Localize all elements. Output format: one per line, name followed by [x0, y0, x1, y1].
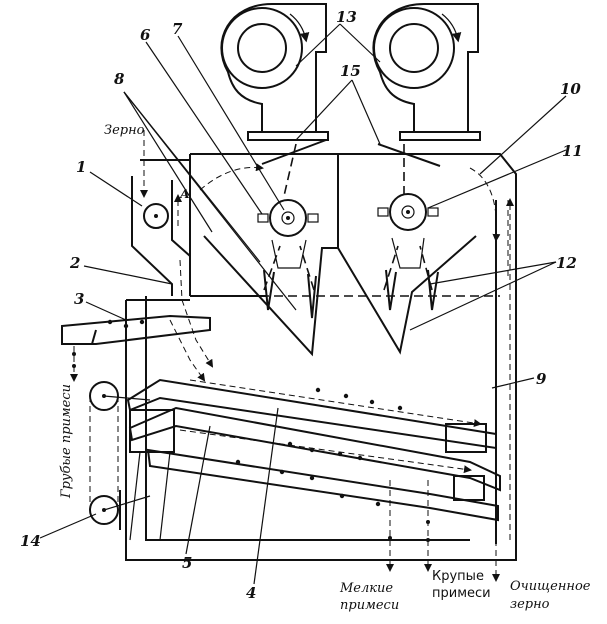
trough — [61, 314, 211, 345]
label-A: А — [179, 187, 190, 201]
grain-particles — [72, 319, 430, 542]
valves — [203, 235, 477, 357]
num-10: 10 — [560, 80, 581, 98]
aspiration-chamber — [189, 153, 517, 304]
machine-body — [125, 296, 517, 561]
num-9: 9 — [536, 370, 547, 388]
num-11: 11 — [562, 142, 583, 160]
num-14: 14 — [20, 532, 41, 550]
fan-right — [372, 3, 481, 141]
flows — [70, 130, 514, 582]
label-clean-1: Очищенное — [510, 579, 591, 594]
num-7: 7 — [172, 20, 183, 38]
label-fine-2: примеси — [340, 598, 399, 613]
num-15: 15 — [340, 62, 361, 80]
num-5: 5 — [182, 554, 192, 572]
label-clean-2: зерно — [510, 597, 550, 612]
num-13: 13 — [336, 8, 357, 26]
auger-right — [377, 193, 439, 231]
sieves — [126, 378, 501, 541]
num-12: 12 — [556, 254, 577, 272]
num-1: 1 — [76, 158, 86, 176]
intake-hopper — [131, 159, 191, 296]
label-fine-1: Мелкие — [339, 581, 393, 596]
leader-lines — [39, 23, 567, 585]
num-6: 6 — [140, 26, 151, 44]
num-4: 4 — [246, 584, 256, 602]
label-big-2: примеси — [432, 586, 491, 601]
drive — [89, 381, 151, 530]
fan-left — [220, 3, 329, 141]
label-input: Зерно — [104, 123, 145, 138]
num-8: 8 — [114, 70, 125, 88]
label-coarse: Грубые примеси — [59, 384, 74, 499]
auger-left — [257, 199, 319, 237]
label-big-1: Крупые — [432, 569, 484, 584]
num-2: 2 — [69, 254, 80, 272]
num-3: 3 — [74, 290, 84, 308]
